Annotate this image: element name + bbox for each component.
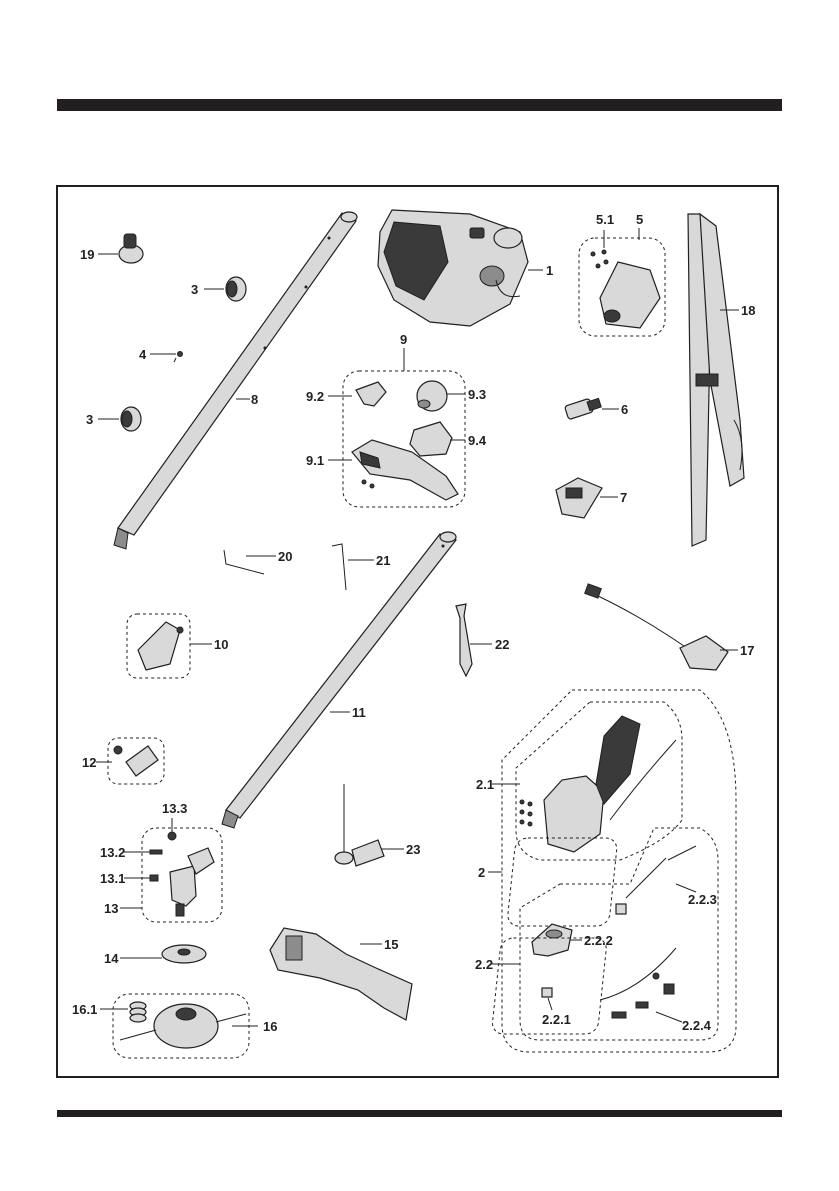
label-2-1: 2.1: [476, 777, 494, 792]
part-4-screw: [150, 352, 183, 363]
label-5-1: 5.1: [596, 212, 614, 227]
part-3-upper-bushing: [204, 277, 246, 301]
part-13-3-bolt: [168, 818, 176, 840]
part-14-washer: [120, 945, 206, 963]
label-10: 10: [214, 637, 228, 652]
label-20: 20: [278, 549, 292, 564]
label-17: 17: [740, 643, 754, 658]
label-2-2-4: 2.2.4: [682, 1018, 712, 1033]
part-9-2-trigger: [328, 382, 386, 406]
label-13-3: 13.3: [162, 801, 187, 816]
label-15: 15: [384, 937, 398, 952]
label-4: 4: [139, 347, 147, 362]
label-2: 2: [478, 865, 485, 880]
part-22-wrench: [456, 604, 492, 676]
label-18: 18: [741, 303, 755, 318]
label-13-1: 13.1: [100, 871, 125, 886]
part-12-bracket: [96, 746, 158, 776]
part-5-1-screws: [591, 230, 608, 268]
label-16-1: 16.1: [72, 1002, 97, 1017]
label-12: 12: [82, 755, 96, 770]
part-2-2-1-connector: [542, 988, 552, 1010]
label-13-2: 13.2: [100, 845, 125, 860]
label-6: 6: [621, 402, 628, 417]
label-23: 23: [406, 842, 420, 857]
label-11: 11: [352, 705, 366, 720]
part-1-engine: [378, 210, 543, 326]
label-3-upper: 3: [191, 282, 198, 297]
label-19: 19: [80, 247, 94, 262]
part-18-shoulder-strap: [688, 214, 744, 546]
label-14: 14: [104, 951, 119, 966]
part-8-upper-shaft: [114, 212, 357, 549]
part-9-3-knob: [417, 381, 465, 411]
part-9-4-clamp: [410, 422, 465, 456]
label-16: 16: [263, 1019, 277, 1034]
label-3-lower: 3: [86, 412, 93, 427]
label-9-2: 9.2: [306, 389, 324, 404]
label-7: 7: [620, 490, 627, 505]
label-9-4: 9.4: [468, 433, 487, 448]
label-2-2-3: 2.2.3: [688, 892, 717, 907]
part-2-2-2-switch: [532, 924, 582, 956]
part-7-battery: [556, 478, 618, 518]
part-13-gear-head: [120, 848, 214, 916]
label-2-2: 2.2: [475, 957, 493, 972]
part-2-1-handle-assembly: [492, 716, 676, 852]
part-13-2-screw: [124, 850, 162, 854]
part-19-clamp: [98, 234, 143, 263]
part-20-hex-key: [224, 550, 276, 574]
part-6-spark-plug: [564, 398, 619, 419]
part-11-lower-shaft: [222, 532, 456, 828]
label-9: 9: [400, 332, 407, 347]
part-21-hex-key: [332, 544, 374, 590]
part-13-1-nut: [124, 875, 158, 881]
part-2-2-3-cable: [616, 846, 696, 914]
label-2-2-2: 2.2.2: [584, 933, 613, 948]
part-16-1-spring: [100, 1002, 146, 1022]
part-3-lower-bushing: [98, 407, 141, 431]
label-13: 13: [104, 901, 118, 916]
label-2-2-1: 2.2.1: [542, 1012, 571, 1027]
label-21: 21: [376, 553, 390, 568]
label-22: 22: [495, 637, 509, 652]
part-23-drive-shaft: [335, 784, 404, 866]
label-1: 1: [546, 263, 553, 278]
part-17-charger: [585, 584, 738, 670]
part-10-coupler: [138, 622, 212, 670]
label-9-3: 9.3: [468, 387, 486, 402]
label-8: 8: [251, 392, 258, 407]
label-5: 5: [636, 212, 643, 227]
part-2-2-4-wiring-harness: [600, 948, 682, 1022]
group-2-2-3-box: [507, 838, 618, 926]
label-9-1: 9.1: [306, 453, 324, 468]
part-5-clutch-housing: [600, 228, 660, 328]
